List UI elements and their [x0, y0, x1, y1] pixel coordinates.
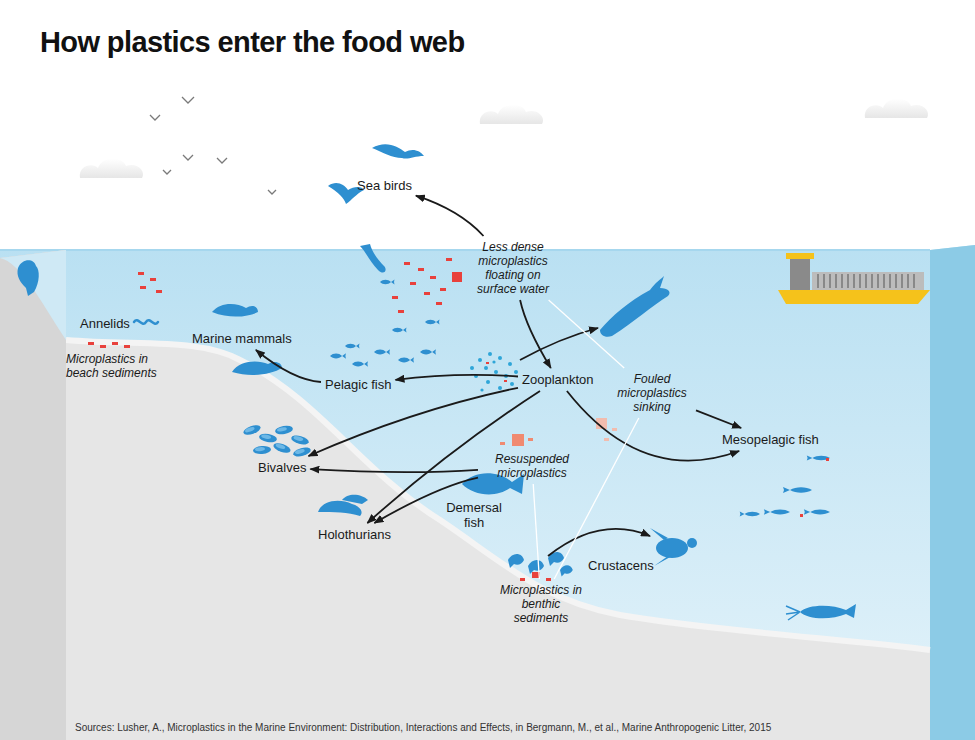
sinking-path	[549, 300, 625, 368]
organism-label: Sea birds	[357, 178, 412, 193]
label-text: Less dense microplastics floating on sur…	[468, 240, 558, 296]
food-web-arrow	[416, 196, 484, 236]
label-text: Microplastics in beach sediments	[66, 352, 178, 380]
illustration-arrows	[520, 328, 650, 556]
resuspended-particle	[500, 434, 533, 446]
bivalves	[242, 423, 312, 458]
label-text: Demersal fish	[443, 500, 505, 530]
seabed-surface	[66, 340, 930, 650]
holothurians	[318, 495, 368, 516]
beach	[0, 250, 66, 340]
label-text: Mesopelagic fish	[722, 432, 819, 447]
label-text: Bivalves	[258, 460, 306, 475]
label-text: Fouled microplastics sinking	[612, 372, 692, 414]
plastic-note: Microplastics in benthic sediments	[494, 583, 588, 625]
sinking-path	[554, 418, 639, 579]
food-web-arrow	[696, 410, 741, 428]
microplastics	[88, 258, 829, 581]
crustaceans	[508, 552, 573, 576]
annelid-worm	[134, 320, 158, 323]
source-caption: Sources: Lusher, A., Microplastics in th…	[75, 722, 771, 733]
food-web-arrow	[309, 388, 519, 456]
label-text: Crustacens	[588, 558, 654, 573]
organism-label: Marine mammals	[192, 331, 292, 346]
seabed	[0, 250, 930, 740]
organism-label: Pelagic fish	[325, 377, 391, 392]
marine-mammals	[212, 276, 670, 375]
pelagic-fish	[330, 280, 440, 367]
organism-label: Annelids	[80, 316, 130, 331]
plastic-note: Microplastics in beach sediments	[66, 352, 178, 380]
zooplankton-cluster	[470, 352, 518, 392]
water-side	[930, 245, 975, 740]
label-text: Marine mammals	[192, 331, 292, 346]
ship	[778, 253, 930, 304]
organism-label: Crustacens	[588, 558, 654, 573]
water-surface	[0, 249, 930, 251]
sea-birds	[17, 144, 424, 296]
food-web-arrow	[256, 350, 321, 382]
organism-label: Mesopelagic fish	[722, 432, 819, 447]
plastic-note: Fouled microplastics sinking	[612, 372, 692, 414]
food-web-arrow	[396, 375, 519, 380]
organism-label: Demersal fish	[443, 500, 505, 530]
turtle	[650, 528, 697, 566]
plastic-note: Less dense microplastics floating on sur…	[468, 240, 558, 296]
food-web-arrow	[520, 300, 551, 368]
label-text: Resuspended microplastics	[482, 452, 582, 480]
mesopelagic-fish	[740, 456, 830, 517]
organism-label: Holothurians	[318, 527, 391, 542]
organism-label: Zooplankton	[522, 372, 594, 387]
label-text: Holothurians	[318, 527, 391, 542]
label-text: Sea birds	[357, 178, 412, 193]
organism-label: Bivalves	[258, 460, 306, 475]
food-web-arrow	[310, 469, 478, 472]
squid	[786, 604, 856, 620]
distant-birds	[150, 97, 276, 194]
cliff-face	[0, 250, 66, 740]
water-top	[0, 245, 975, 740]
label-text: Zooplankton	[522, 372, 594, 387]
fouled-particle	[596, 418, 617, 441]
label-text: Pelagic fish	[325, 377, 391, 392]
diagram-title: How plastics enter the food web	[40, 26, 465, 59]
sinking-path	[533, 484, 539, 579]
label-text: Microplastics in benthic sediments	[494, 583, 588, 625]
label-text: Annelids	[80, 316, 130, 331]
plastic-note: Resuspended microplastics	[482, 452, 582, 480]
